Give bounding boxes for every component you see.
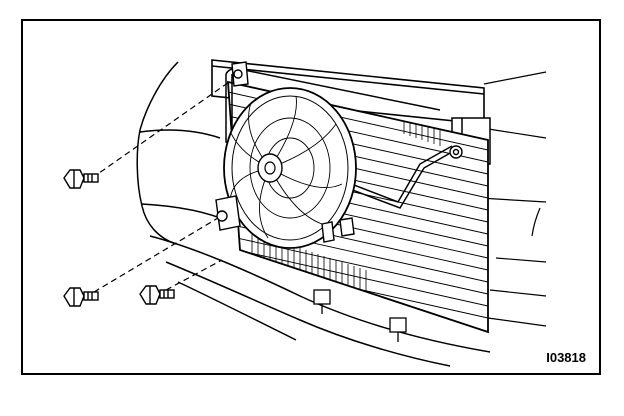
bolt-alignment-lines bbox=[91, 79, 233, 293]
fan-mount-tabs bbox=[215, 61, 463, 243]
figure-frame bbox=[21, 19, 601, 375]
figure-code: I03818 bbox=[546, 350, 586, 365]
cooling-fan bbox=[223, 87, 357, 249]
bolt-lower-left bbox=[63, 287, 99, 307]
bolt-upper bbox=[63, 169, 99, 189]
leader-lines bbox=[445, 71, 547, 327]
condenser-mount-feet bbox=[313, 289, 407, 342]
bolt-lower-right bbox=[139, 285, 175, 305]
